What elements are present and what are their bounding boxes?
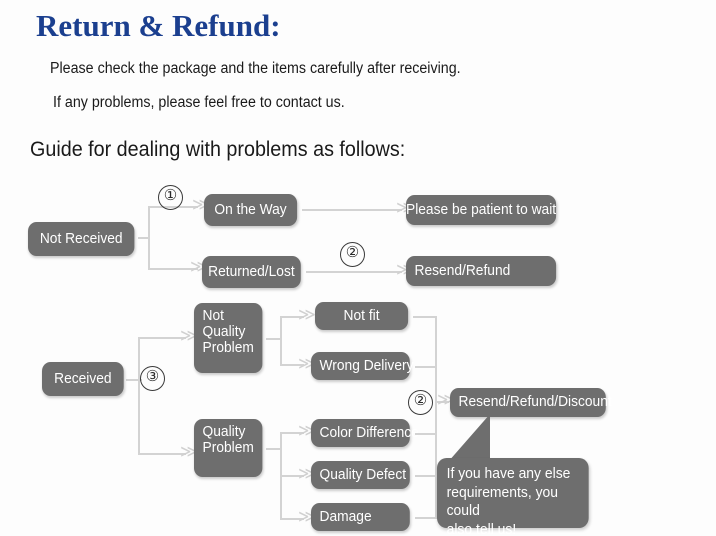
arrow-icon: ≫ xyxy=(180,326,198,346)
connector-line xyxy=(302,209,402,211)
connector-line xyxy=(280,475,304,477)
connector-line xyxy=(138,337,140,455)
page-title: Return & Refund: xyxy=(36,8,281,43)
connector-line xyxy=(138,337,186,339)
node-damage[interactable]: Damage xyxy=(311,503,410,531)
arrow-icon: ≫ xyxy=(298,354,316,374)
arrow-icon: ≫ xyxy=(437,390,455,410)
node-color-difference[interactable]: Color Difference xyxy=(311,419,419,447)
node-quality-defect[interactable]: Quality Defect xyxy=(311,461,410,489)
guide-heading: Guide for dealing with problems as follo… xyxy=(30,138,406,161)
callout-pointer xyxy=(448,414,490,462)
connector-line xyxy=(280,432,304,434)
node-not-received[interactable]: Not Received xyxy=(28,222,135,256)
arrow-icon: ≫ xyxy=(180,442,198,462)
connector-line xyxy=(280,316,282,364)
connector-line xyxy=(415,517,437,519)
connector-line xyxy=(266,338,282,340)
connector-line xyxy=(148,268,198,270)
node-resend-refund[interactable]: Resend/Refund xyxy=(406,256,557,286)
node-not-quality-problem[interactable]: Not Quality Problem xyxy=(194,303,263,373)
connector-line xyxy=(280,518,304,520)
arrow-icon: ≫ xyxy=(298,421,316,441)
connector-line xyxy=(138,237,150,239)
connector-line xyxy=(413,316,437,318)
connector-line xyxy=(306,271,402,273)
node-resend-refund-discount[interactable]: Resend/Refund/Discount xyxy=(450,388,612,417)
marker-two-top: ② xyxy=(340,242,365,267)
connector-line xyxy=(435,401,449,403)
node-wrong-delivery[interactable]: Wrong Delivery xyxy=(311,352,413,380)
marker-one: ① xyxy=(158,185,183,210)
connector-line xyxy=(138,453,186,455)
connector-line xyxy=(415,366,437,368)
marker-three: ③ xyxy=(140,366,165,391)
connector-line xyxy=(415,475,437,477)
intro-line-1: Please check the package and the items c… xyxy=(50,60,461,77)
connector-line xyxy=(266,448,282,450)
node-received[interactable]: Received xyxy=(42,362,124,396)
connector-line xyxy=(415,433,437,435)
connector-line xyxy=(280,316,304,318)
marker-two-bottom: ② xyxy=(408,390,433,415)
callout-bubble: If you have any else requirements, you c… xyxy=(437,458,589,536)
intro-line-2: If any problems, please feel free to con… xyxy=(53,94,345,111)
connector-line xyxy=(126,379,142,381)
connector-line xyxy=(280,364,304,366)
connector-trunk xyxy=(435,316,437,519)
node-please-be-patient[interactable]: Please be patient to wait xyxy=(406,195,557,225)
node-returned-lost[interactable]: Returned/Lost xyxy=(202,256,301,288)
node-quality-problem[interactable]: Quality Problem xyxy=(194,419,263,477)
connector-line xyxy=(148,206,150,270)
node-on-the-way[interactable]: On the Way xyxy=(204,194,298,226)
node-not-fit[interactable]: Not fit xyxy=(315,302,409,330)
arrow-icon: ≫ xyxy=(298,507,316,527)
arrow-icon: ≫ xyxy=(298,305,316,325)
arrow-icon: ≫ xyxy=(298,464,316,484)
